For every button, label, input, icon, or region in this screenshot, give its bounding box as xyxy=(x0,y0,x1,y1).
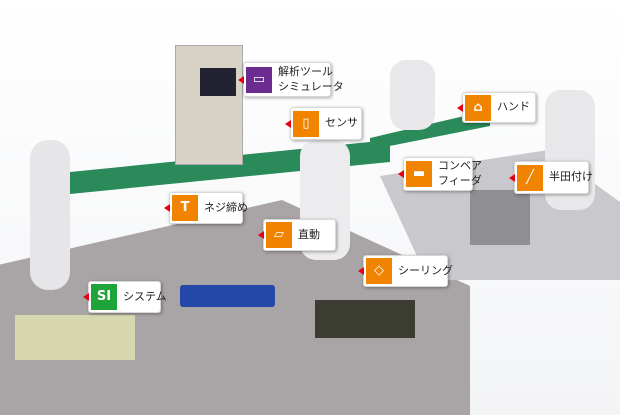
callout-label: 半田付け xyxy=(549,170,593,184)
callout-hand[interactable]: ⌂ ハンド xyxy=(457,92,536,123)
callout-label: ネジ締め xyxy=(204,200,248,214)
callout-sealing[interactable]: ◇ シーリング xyxy=(358,255,453,287)
callout-linear-motion[interactable]: ▱ 直動 xyxy=(258,219,336,251)
robot-arm-back xyxy=(390,60,435,130)
callout-label: 直動 xyxy=(298,227,320,241)
callout-screw-tightening[interactable]: T ネジ締め xyxy=(164,192,248,224)
cabinet-screen xyxy=(200,68,236,96)
screw-icon: T xyxy=(172,195,198,221)
sealing-icon: ◇ xyxy=(366,258,392,284)
callout-soldering[interactable]: ╱ 半田付け xyxy=(509,161,593,194)
control-cabinet xyxy=(175,45,243,165)
callout-label: システム xyxy=(123,289,167,303)
laptop-icon: ▭ xyxy=(246,66,272,93)
hand-icon: ⌂ xyxy=(465,94,491,121)
blue-fixture xyxy=(180,285,275,307)
robot-arm-left xyxy=(30,140,70,290)
callout-sensor[interactable]: ▯ センサ xyxy=(285,107,362,140)
pointer-arrow xyxy=(457,103,463,112)
pointer-arrow xyxy=(164,204,170,212)
callout-label: コンベア xyxy=(438,159,482,173)
conveyor-icon: ▬ xyxy=(406,161,432,187)
callout-si-system[interactable]: SI システム xyxy=(83,281,167,313)
callout-label-line2: シミュレータ xyxy=(278,79,344,93)
si-badge: SI xyxy=(91,284,117,310)
pointer-arrow xyxy=(258,231,264,239)
linear-actuator-icon: ▱ xyxy=(266,222,292,248)
pointer-arrow xyxy=(83,293,89,301)
pointer-arrow xyxy=(398,170,404,178)
callout-label: シーリング xyxy=(398,263,453,277)
pointer-arrow xyxy=(509,173,515,182)
callout-label: 解析ツール xyxy=(278,64,333,78)
pointer-arrow xyxy=(238,75,244,84)
parts-tray xyxy=(15,315,135,360)
sensor-icon: ▯ xyxy=(293,110,319,137)
sealing-tray xyxy=(315,300,415,338)
soldering-iron-icon: ╱ xyxy=(517,164,543,191)
callout-label: ハンド xyxy=(497,100,530,114)
callout-analysis-simulator[interactable]: ▭ 解析ツールシミュレータ xyxy=(238,62,344,97)
soldering-station xyxy=(470,190,530,245)
callout-label-line2: フィーダ xyxy=(438,174,482,187)
callout-conveyor-feeder[interactable]: ▬ コンベアフィーダ xyxy=(398,157,482,191)
callout-label: センサ xyxy=(325,116,358,130)
pointer-arrow xyxy=(285,119,291,128)
pointer-arrow xyxy=(358,267,364,275)
